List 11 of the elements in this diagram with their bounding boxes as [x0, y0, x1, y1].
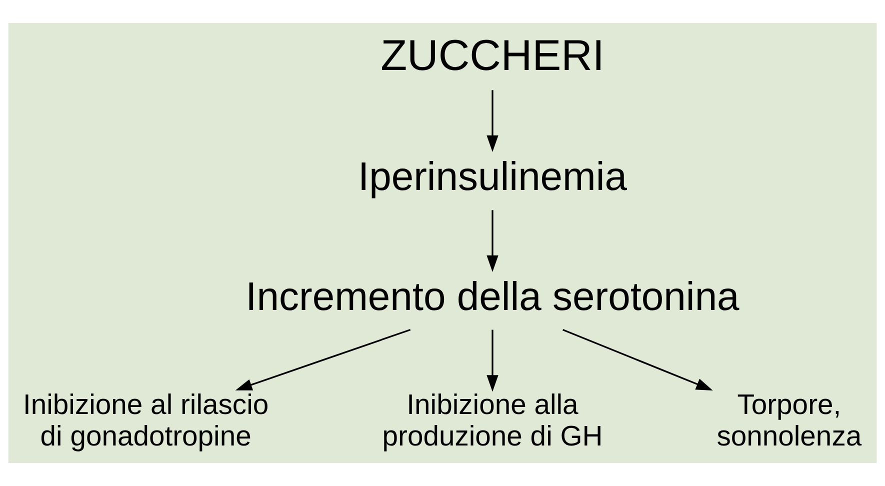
arrow	[235, 328, 411, 390]
arrow	[562, 329, 713, 390]
node-text: Torpore, sonnolenza	[716, 389, 862, 453]
node-text: Iperinsulinemia	[358, 155, 628, 199]
arrow	[486, 330, 498, 392]
arrow	[486, 210, 498, 272]
arrow	[486, 90, 498, 152]
node-text: Incremento della serotonina	[246, 275, 740, 319]
node-text: Inibizione al rilascio di gonadotropine	[23, 389, 269, 453]
node-text: Inibizione alla produzione di GH	[382, 389, 603, 453]
node-text: ZUCCHERI	[380, 32, 604, 80]
